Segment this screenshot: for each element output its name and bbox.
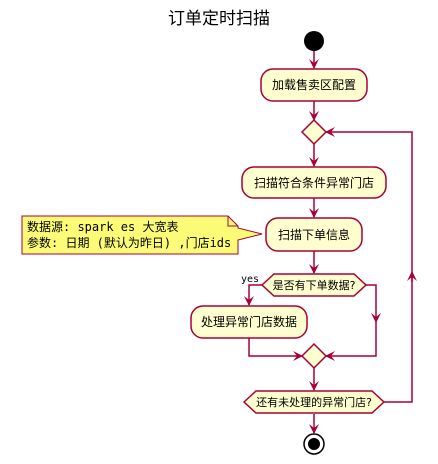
activity-label-process-store: 处理异常门店数据 <box>201 314 297 329</box>
end-node <box>303 433 325 455</box>
yes-label: yes <box>241 274 259 285</box>
connectors <box>244 51 417 434</box>
arrow-loop-back <box>325 127 413 403</box>
activity-load-config: 加载售卖区配置 <box>260 68 368 102</box>
activity-process-store: 处理异常门店数据 <box>190 305 308 339</box>
decision-more-stores: 还有未处理的异常门店? <box>242 390 386 414</box>
activity-scan-orders: 扫描下单信息 <box>265 217 363 252</box>
arrow-no-branch <box>366 284 381 323</box>
decision-has-orders: 是否有下单数据? <box>260 273 368 297</box>
note: 数据源: spark es 大宽表 参数: 日期 (默认为昨日) ,门店ids <box>21 215 263 255</box>
activity-label-scan-stores: 扫描符合条件异常门店 <box>254 175 374 190</box>
start-node <box>304 31 324 51</box>
arrow-yes-to-process <box>244 284 262 306</box>
arrow-no-to-join <box>325 322 377 361</box>
merge-diamond <box>300 118 328 146</box>
diagram-title: 订单定时扫描 <box>168 9 270 29</box>
decision-label-more-stores: 还有未处理的异常门店? <box>256 395 372 409</box>
activity-label-load-config: 加载售卖区配置 <box>272 77 356 92</box>
activity-label-scan-orders: 扫描下单信息 <box>278 227 350 242</box>
arrow-process-to-join <box>248 338 303 361</box>
join-diamond <box>300 342 328 370</box>
activity-scan-stores: 扫描符合条件异常门店 <box>241 166 387 199</box>
note-line-2: 参数: 日期 (默认为昨日) ,门店ids <box>27 235 231 250</box>
note-line-1: 数据源: spark es 大宽表 <box>27 219 178 234</box>
decision-label-has-orders: 是否有下单数据? <box>273 278 356 292</box>
